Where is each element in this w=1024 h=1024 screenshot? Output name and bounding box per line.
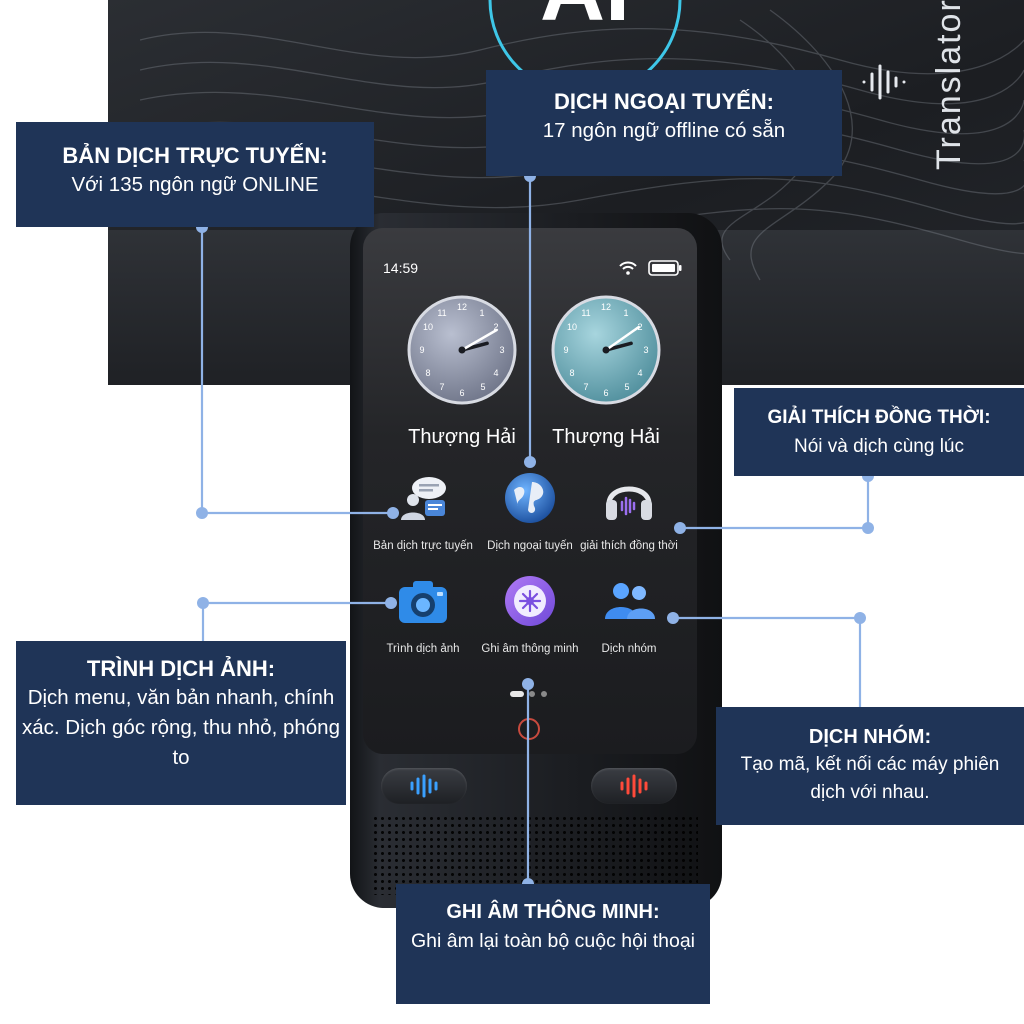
globe-icon (505, 473, 555, 523)
callout-title: DỊCH NHÓM: (808, 726, 932, 748)
svg-text:9: 9 (563, 345, 568, 355)
callout-title: DỊCH NGOẠI TUYẾN: (554, 89, 774, 114)
callout-simultaneous-interpretation: GIẢI THÍCH ĐỒNG THỜI: Nói và dịch cùng l… (734, 388, 1024, 476)
app-label: giải thích đồng thời (580, 540, 678, 552)
callout-title: BẢN DỊCH TRỰC TUYẾN: (62, 143, 328, 168)
svg-text:3: 3 (643, 345, 648, 355)
callout-description: Nói và dịch cùng lúc (793, 436, 965, 457)
svg-text:7: 7 (439, 382, 444, 392)
callout-online-translation: BẢN DỊCH TRỰC TUYẾN: Với 135 ngôn ngữ ON… (16, 122, 374, 227)
page-indicator (510, 691, 547, 697)
chat-bubble-person-icon (401, 477, 446, 520)
status-time: 14:59 (383, 260, 419, 276)
app-photo-translator[interactable]: Trình dịch ảnh (364, 573, 482, 657)
callout-title: TRÌNH DỊCH ẢNH: (86, 656, 276, 681)
svg-text:10: 10 (567, 322, 577, 332)
clock-city-label-1: Thượng Hải (408, 426, 516, 448)
svg-text:4: 4 (637, 368, 642, 378)
callout-group-translation: DỊCH NHÓM: Tạo mã, kết nối các máy phiên… (716, 707, 1024, 825)
svg-text:8: 8 (569, 368, 574, 378)
box-wave-icon (862, 64, 906, 100)
callout-description: Tạo mã, kết nối các máy phiên dịch với n… (740, 754, 1000, 803)
svg-text:9: 9 (419, 345, 424, 355)
callout-photo-translator: TRÌNH DỊCH ẢNH: Dịch menu, văn bản nhanh… (16, 641, 346, 805)
svg-text:1: 1 (623, 308, 628, 318)
svg-text:6: 6 (459, 388, 464, 398)
callout-description: Với 135 ngôn ngữ ONLINE (71, 173, 319, 196)
wifi-icon (619, 261, 637, 275)
svg-text:4: 4 (493, 368, 498, 378)
right-talk-button[interactable] (591, 768, 677, 804)
svg-text:5: 5 (480, 382, 485, 392)
home-button[interactable] (518, 718, 540, 740)
app-label: Dịch ngoại tuyến (487, 540, 573, 552)
callout-title: GIẢI THÍCH ĐỒNG THỜI: (767, 407, 991, 428)
sound-wave-icon (410, 774, 438, 798)
callout-smart-recording: GHI ÂM THÔNG MINH: Ghi âm lại toàn bộ cu… (396, 884, 710, 1004)
svg-text:11: 11 (437, 308, 446, 318)
callout-description: Ghi âm lại toàn bộ cuộc hội thoại (410, 930, 695, 952)
callout-offline-translation: DỊCH NGOẠI TUYẾN: 17 ngôn ngữ offline có… (486, 70, 842, 176)
svg-text:2: 2 (493, 322, 498, 332)
speaker-grille (372, 815, 698, 895)
camera-icon (399, 581, 447, 623)
battery-icon (648, 260, 682, 276)
box-brand-text: Translator (930, 0, 968, 170)
app-smart-recording[interactable]: Ghi âm thông minh (471, 573, 589, 657)
svg-text:12: 12 (457, 302, 467, 312)
callout-description: Dịch menu, văn bản nhanh, chính xác. Dịc… (22, 686, 340, 769)
app-label: Ghi âm thông minh (481, 643, 579, 655)
svg-text:10: 10 (423, 322, 433, 332)
app-offline-translation[interactable]: Dịch ngoại tuyến (471, 470, 589, 554)
box-ai-logo: AI (488, 0, 682, 70)
callout-description: 17 ngôn ngữ offline có sẵn (542, 119, 786, 142)
box-logo-text: AI (540, 0, 630, 40)
sound-wave-icon (620, 774, 648, 798)
app-online-translation[interactable]: Bản dịch trực tuyến (364, 470, 482, 554)
app-label: Dịch nhóm (601, 643, 657, 655)
svg-text:3: 3 (499, 345, 504, 355)
voice-recorder-icon (505, 576, 555, 626)
headphones-icon (606, 486, 652, 520)
callout-title: GHI ÂM THÔNG MINH: (446, 901, 660, 923)
svg-text:1: 1 (479, 308, 484, 318)
app-label: Bản dịch trực tuyến (373, 540, 473, 552)
app-simultaneous-interpretation[interactable]: giải thích đồng thời (570, 470, 688, 554)
world-clock-1[interactable]: 12 12 3 45 6 7 8 9 10 11 (406, 294, 518, 406)
svg-text:7: 7 (583, 382, 588, 392)
svg-text:11: 11 (581, 308, 590, 318)
left-talk-button[interactable] (381, 768, 467, 804)
svg-text:5: 5 (624, 382, 629, 392)
svg-text:6: 6 (603, 388, 608, 398)
svg-text:12: 12 (601, 302, 611, 312)
clock-city-label-2: Thượng Hải (552, 426, 660, 448)
app-label: Trình dịch ảnh (386, 643, 460, 655)
app-group-translation[interactable]: Dịch nhóm (570, 573, 688, 657)
svg-text:8: 8 (425, 368, 430, 378)
group-people-icon (605, 583, 655, 619)
